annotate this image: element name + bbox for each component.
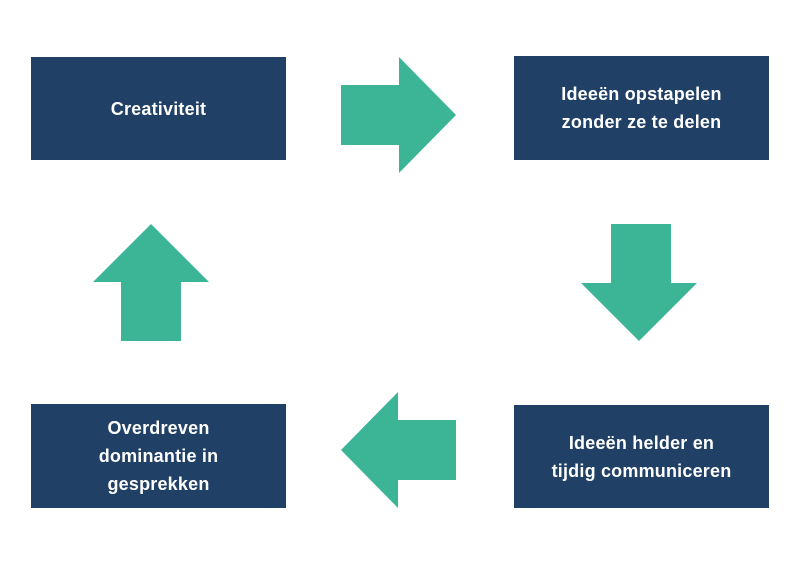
arrow-down-icon xyxy=(581,224,697,341)
node-ideeen-opstapelen: Ideeën opstapelen zonder ze te delen xyxy=(514,56,769,160)
arrow-up-icon xyxy=(93,224,209,341)
node-ideeen-communiceren: Ideeën helder en tijdig communiceren xyxy=(514,405,769,508)
arrow-left-shape xyxy=(341,392,456,508)
arrow-right-shape xyxy=(341,57,456,173)
node-ideeen-communiceren-label: Ideeën helder en tijdig communiceren xyxy=(551,432,732,481)
arrow-right-icon xyxy=(341,57,456,173)
arrow-left-icon xyxy=(341,392,456,508)
node-creativiteit-label: Creativiteit xyxy=(110,98,207,119)
arrow-up-shape xyxy=(93,224,209,341)
node-creativiteit: Creativiteit xyxy=(31,57,286,160)
node-ideeen-opstapelen-label: Ideeën opstapelen zonder ze te delen xyxy=(561,84,722,132)
arrow-down-shape xyxy=(581,224,697,341)
node-overdreven-dominantie-label: Overdreven dominantie in gesprekken xyxy=(98,418,219,494)
node-overdreven-dominantie: Overdreven dominantie in gesprekken xyxy=(31,404,286,508)
